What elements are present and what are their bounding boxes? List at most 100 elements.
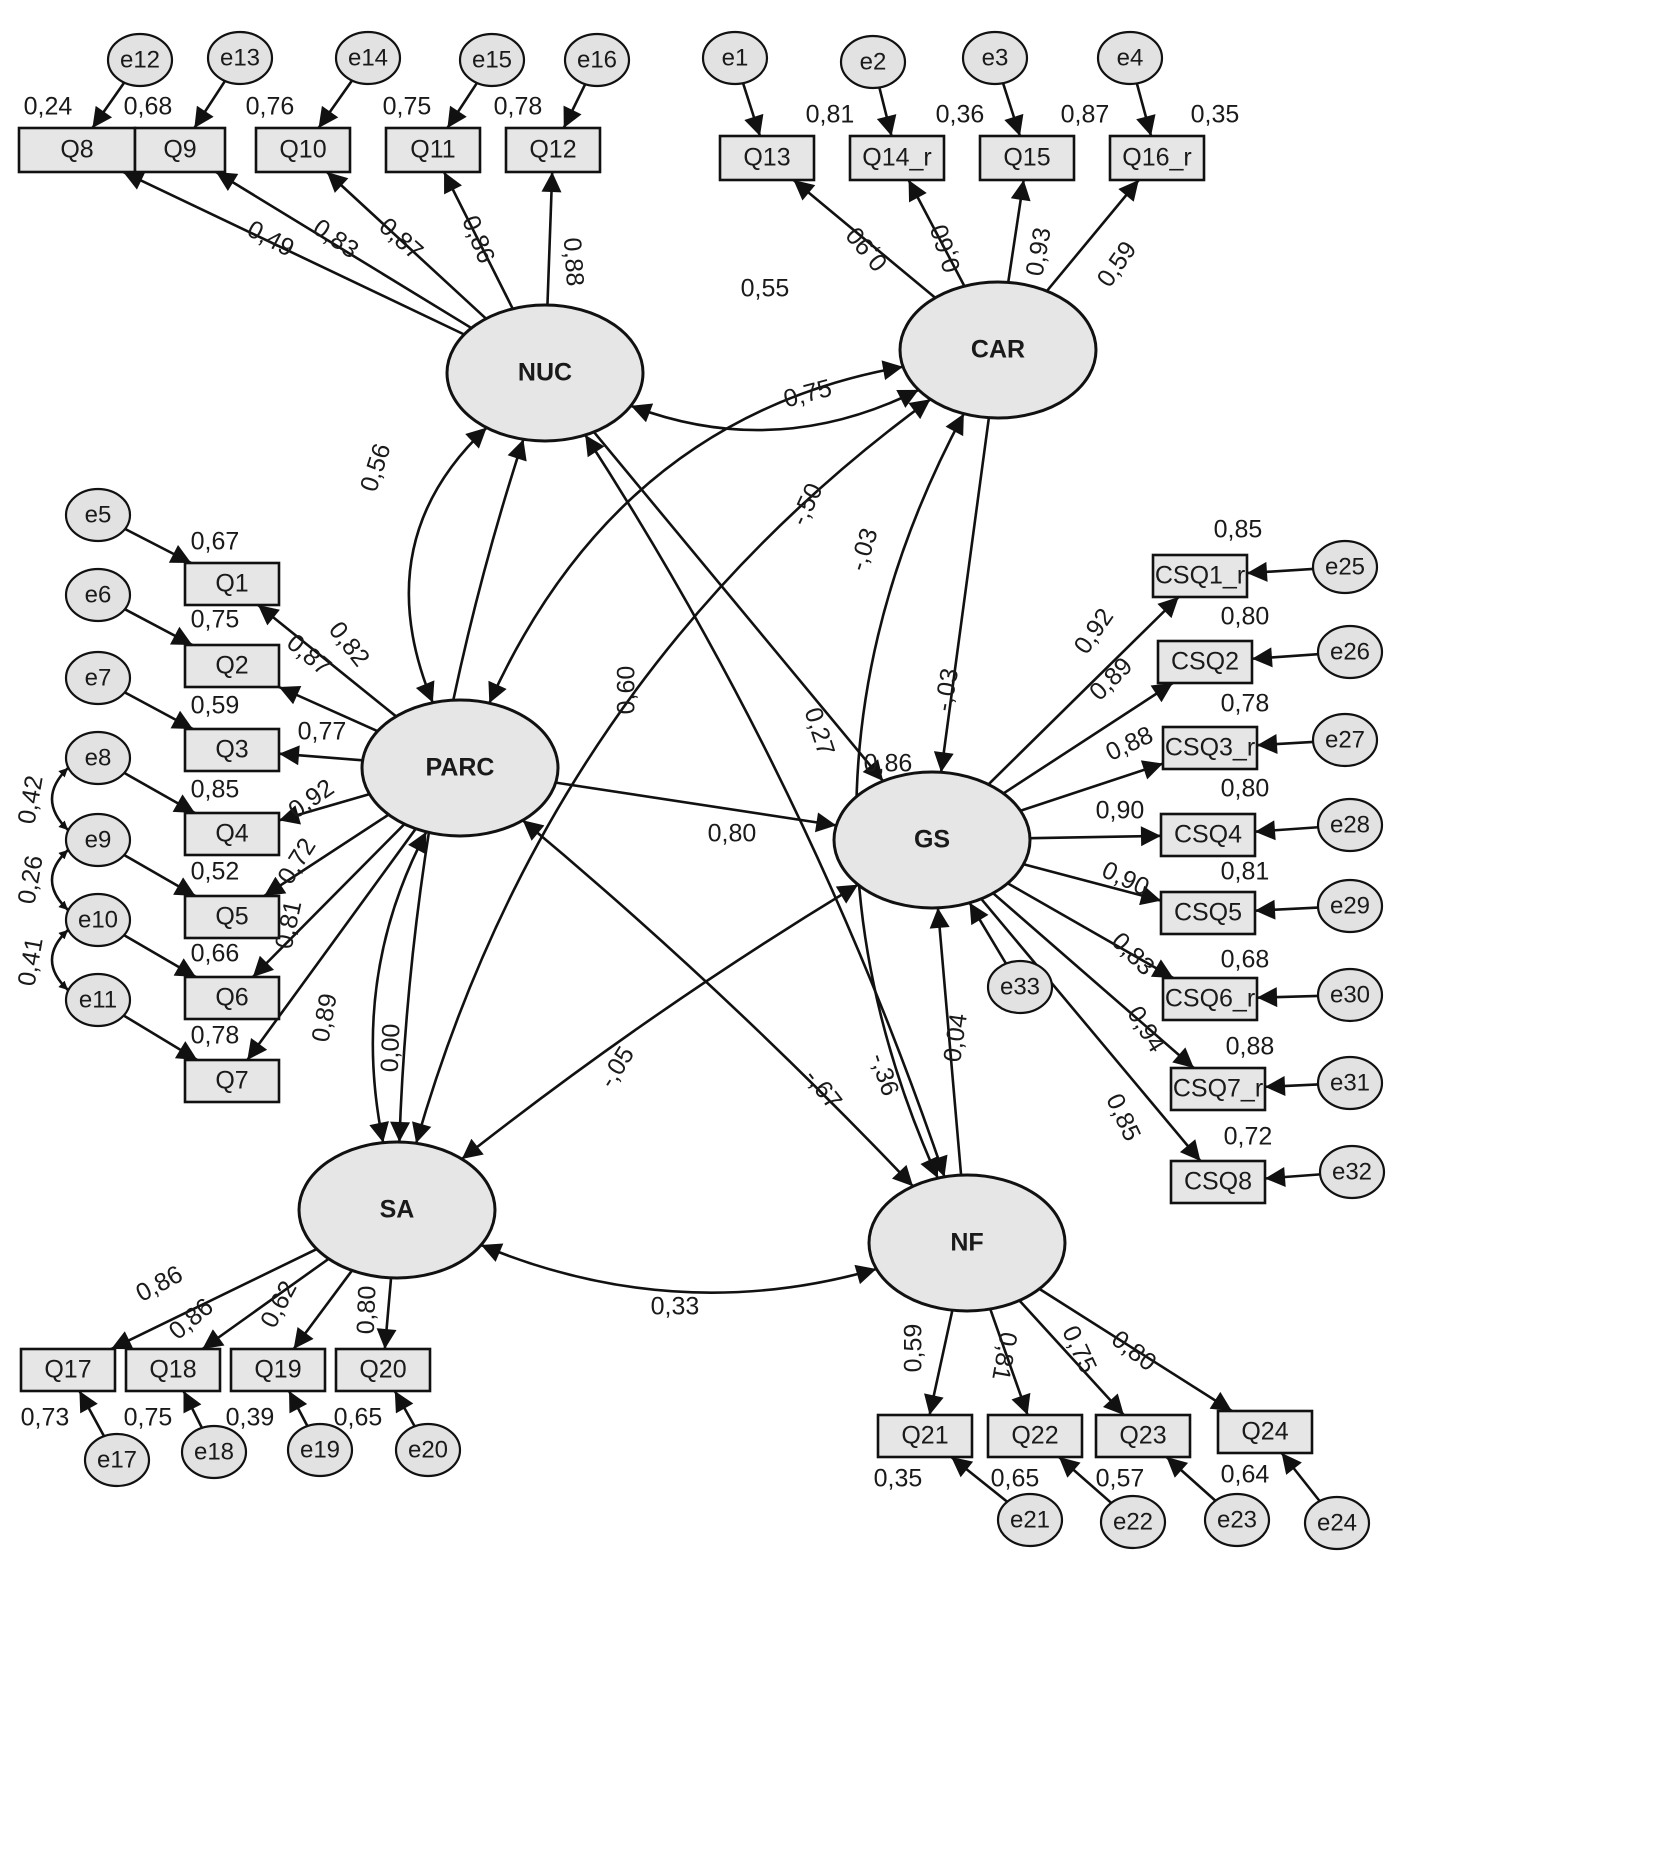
indicator-q24: Q24 <box>1216 1409 1314 1455</box>
error-label-e27: e27 <box>1325 726 1365 753</box>
indicator-label-q11: Q11 <box>410 136 455 164</box>
error-e12: e12 <box>106 32 174 88</box>
indicator-label-q5: Q5 <box>215 903 248 931</box>
error-label-e12: e12 <box>120 46 160 73</box>
indicator-q19: Q19 <box>229 1347 327 1393</box>
indicator-q21: Q21 <box>876 1413 974 1459</box>
r2-label-q15: 0,87 <box>1061 101 1110 129</box>
loading-label-sa-q17: 0,86 <box>131 1260 187 1308</box>
r2-label-csq4: 0,80 <box>1221 775 1270 803</box>
r2-label-q24: 0,64 <box>1221 1461 1270 1489</box>
error-e10: e10 <box>64 892 132 948</box>
error-e15: e15 <box>458 32 526 88</box>
loading-label-car-q15: 0,93 <box>1021 225 1057 278</box>
indicator-label-q3: Q3 <box>215 736 248 764</box>
error-label-e14: e14 <box>348 44 388 71</box>
latent-label-gs: GS <box>914 826 950 854</box>
error-e2: e2 <box>839 34 907 90</box>
r2-label-csq1-r: 0,85 <box>1214 516 1263 544</box>
r2-label-csq3-r: 0,78 <box>1221 690 1270 718</box>
covariance-arrow-sa-gs <box>461 883 859 1161</box>
error-label-e7: e7 <box>85 664 112 691</box>
error-label-e5: e5 <box>85 501 112 528</box>
loading-label-sa-q19: 0,62 <box>255 1276 303 1332</box>
error-label-e28: e28 <box>1330 811 1370 838</box>
loading-arrow-gs-csq6-r <box>1006 882 1174 980</box>
error-e20: e20 <box>394 1422 462 1478</box>
loading-label-nf-q22: 0,81 <box>986 1330 1022 1383</box>
loading-label-car-q13: 0,90 <box>841 221 894 276</box>
error-label-e21: e21 <box>1010 1506 1050 1533</box>
r2-label-q7: 0,78 <box>191 1022 240 1050</box>
covariance-label-parc-sa: 0,00 <box>376 1023 406 1073</box>
error-e23: e23 <box>1203 1492 1271 1548</box>
loading-arrow-sa-q20 <box>376 1277 397 1350</box>
error-label-e3: e3 <box>982 44 1009 71</box>
r2-label-q4: 0,85 <box>191 776 240 804</box>
error-arrow-e33 <box>968 902 1008 965</box>
r2-label-csq6-r: 0,68 <box>1221 946 1270 974</box>
latent-parc: PARC <box>360 698 560 838</box>
covariance-arrow-nuc-parc <box>407 426 488 704</box>
covariance-label-sa-nf: 0,33 <box>651 1293 700 1321</box>
loading-label-parc-q7: 0,89 <box>307 991 343 1044</box>
error-e18: e18 <box>180 1424 248 1480</box>
error-e9: e9 <box>64 812 132 868</box>
indicator-label-q12: Q12 <box>529 136 576 164</box>
error-e11: e11 <box>64 972 132 1028</box>
loading-arrow-gs-csq3-r <box>1020 760 1164 812</box>
error-label-e11: e11 <box>79 986 117 1013</box>
error-covariance-arrow-e9-e10 <box>50 849 69 911</box>
indicator-q11: Q11 <box>384 126 482 174</box>
indicator-q12: Q12 <box>504 126 602 174</box>
indicator-q13: Q13 <box>718 134 816 182</box>
indicator-label-q10: Q10 <box>279 136 326 164</box>
error-e5: e5 <box>64 487 132 543</box>
loading-arrow-gs-csq4 <box>1029 826 1162 847</box>
loading-label-gs-csq1-r: 0,92 <box>1068 603 1119 659</box>
indicator-csq1-r: CSQ1_r <box>1151 553 1249 599</box>
loading-arrow-gs-csq8 <box>980 897 1202 1162</box>
error-label-e31: e31 <box>1330 1069 1370 1096</box>
error-e3: e3 <box>961 30 1029 86</box>
error-arrow-e12 <box>91 81 126 129</box>
indicator-label-q9: Q9 <box>163 136 196 164</box>
regression-arrow-parc-gs <box>555 781 837 833</box>
loading-arrow-nuc-q10 <box>325 171 487 320</box>
regression-arrow-nuc-gs <box>592 431 885 782</box>
error-arrow-e26 <box>1251 647 1319 668</box>
r2-label-q22: 0,65 <box>991 1465 1040 1493</box>
indicator-q2: Q2 <box>183 643 281 689</box>
indicator-q20: Q20 <box>334 1347 432 1393</box>
latent-label-nuc: NUC <box>518 359 572 387</box>
loading-arrow-gs-csq7-r <box>992 892 1195 1069</box>
error-label-e22: e22 <box>1113 1508 1153 1535</box>
loading-label-gs-csq2: 0,89 <box>1084 652 1138 706</box>
indicator-label-csq2: CSQ2 <box>1171 648 1239 676</box>
indicator-q16-r: Q16_r <box>1108 134 1206 182</box>
r2-label-q23: 0,57 <box>1096 1465 1145 1493</box>
r2-label-q11: 0,75 <box>383 93 432 121</box>
r2-label-csq7-r: 0,88 <box>1226 1033 1275 1061</box>
indicator-q14-r: Q14_r <box>848 134 946 182</box>
regression-label-car-gs: -,03 <box>929 666 964 713</box>
indicator-q3: Q3 <box>183 727 281 773</box>
error-e26: e26 <box>1316 624 1384 680</box>
loading-arrow-sa-q17 <box>110 1247 318 1351</box>
loading-arrow-parc-q4 <box>278 792 370 825</box>
loading-arrow-nf-q24 <box>1038 1287 1233 1413</box>
error-arrow-e4 <box>1135 83 1156 137</box>
r2-label-q10: 0,76 <box>246 93 295 121</box>
loading-arrow-car-q13 <box>792 179 937 299</box>
error-label-e6: e6 <box>85 581 112 608</box>
error-e4: e4 <box>1096 30 1164 86</box>
r2-label-q18: 0,75 <box>124 1404 173 1432</box>
error-label-e19: e19 <box>300 1436 340 1463</box>
error-e22: e22 <box>1099 1494 1167 1550</box>
loading-arrow-nuc-q11 <box>442 171 514 310</box>
loading-label-nuc-q11: 0,86 <box>456 212 500 268</box>
indicator-label-q21: Q21 <box>901 1422 948 1450</box>
loading-label-gs-csq6-r: 0,83 <box>1106 927 1160 981</box>
regression-label-nuc-gs: 0,27 <box>798 704 840 759</box>
indicator-q22: Q22 <box>986 1413 1084 1459</box>
